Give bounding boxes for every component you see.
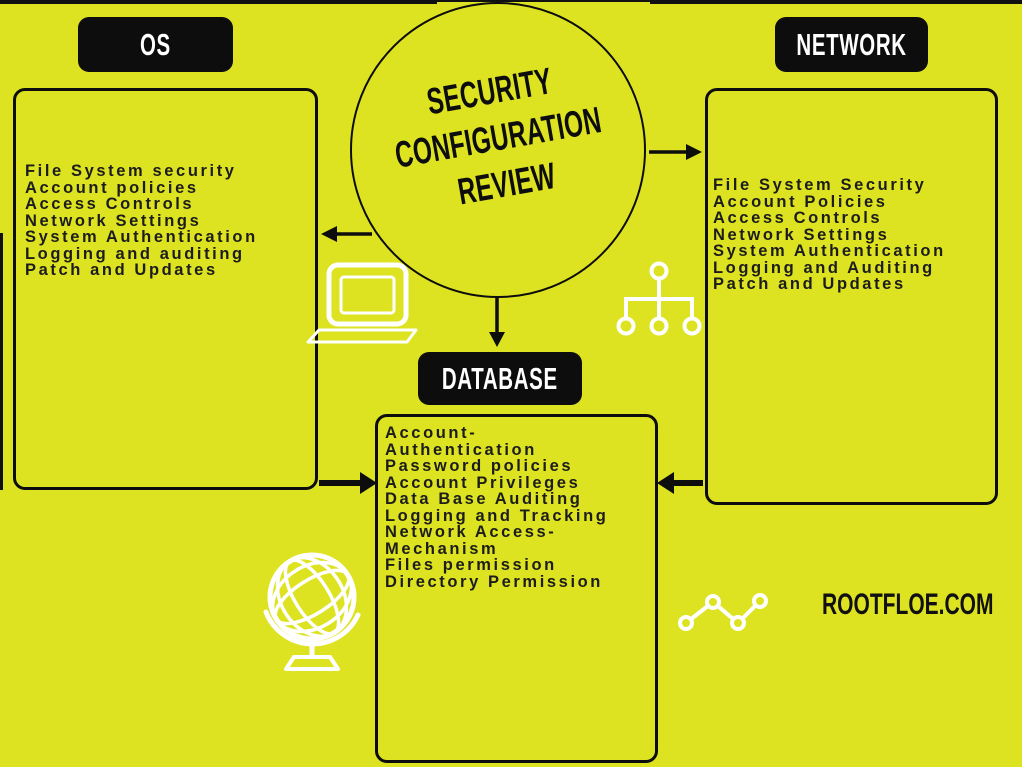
arrow-os-to-database bbox=[319, 472, 377, 494]
database-badge: DATABASE bbox=[418, 352, 582, 405]
network-box bbox=[705, 88, 998, 505]
network-list: File System Security Account Policies Ac… bbox=[713, 168, 946, 293]
list-item: Mechanism bbox=[385, 539, 499, 558]
list-item: System Authentication bbox=[25, 228, 258, 246]
list-item: Network Settings bbox=[25, 211, 202, 230]
list-item: Patch and Updates bbox=[713, 275, 906, 293]
os-list: File System security Account policies Ac… bbox=[25, 154, 258, 279]
list-item: System Authentication bbox=[713, 242, 946, 260]
page-title: SECURITY CONFIGURATION REVIEW bbox=[327, 0, 670, 308]
list-item: Files permission bbox=[385, 556, 557, 574]
list-item: Authentication bbox=[385, 440, 537, 459]
line-chart-icon bbox=[678, 593, 768, 631]
database-box bbox=[375, 414, 658, 763]
arrow-to-database bbox=[489, 297, 505, 347]
top-border-artifact-mid bbox=[437, 0, 650, 2]
list-item: Logging and Tracking bbox=[385, 506, 609, 525]
os-box bbox=[13, 88, 318, 490]
top-border-artifact-left bbox=[0, 0, 437, 4]
list-item: Data Base Auditing bbox=[385, 490, 583, 508]
list-item: Account Privileges bbox=[385, 473, 581, 492]
network-badge-label: NETWORK bbox=[796, 26, 907, 62]
list-item: Access Controls bbox=[713, 209, 883, 227]
os-badge-label: OS bbox=[140, 26, 171, 62]
left-border-artifact bbox=[0, 233, 3, 490]
list-item: Patch and Updates bbox=[25, 261, 218, 279]
list-item: Access Controls bbox=[25, 195, 195, 213]
database-badge-label: DATABASE bbox=[442, 360, 558, 396]
brand-text: ROOTFLOE.COM bbox=[822, 588, 994, 621]
database-list: Account- Authentication Password policie… bbox=[385, 416, 609, 591]
globe-icon bbox=[263, 552, 361, 671]
network-tree-icon bbox=[616, 261, 702, 336]
top-border-artifact-right bbox=[650, 0, 1022, 4]
list-item: Logging and auditing bbox=[25, 244, 245, 263]
os-badge: OS bbox=[78, 17, 233, 72]
network-badge: NETWORK bbox=[775, 17, 928, 72]
list-item: Password policies bbox=[385, 457, 574, 475]
list-item: File System security bbox=[25, 162, 237, 180]
arrow-network-to-database bbox=[657, 472, 703, 494]
list-item: Directory Permission bbox=[385, 572, 603, 591]
list-item: File System Security bbox=[713, 176, 927, 194]
arrow-to-network bbox=[649, 144, 702, 160]
list-item: Network Settings bbox=[713, 225, 890, 244]
list-item: Logging and Auditing bbox=[713, 258, 935, 277]
list-item: Account- bbox=[385, 424, 478, 442]
